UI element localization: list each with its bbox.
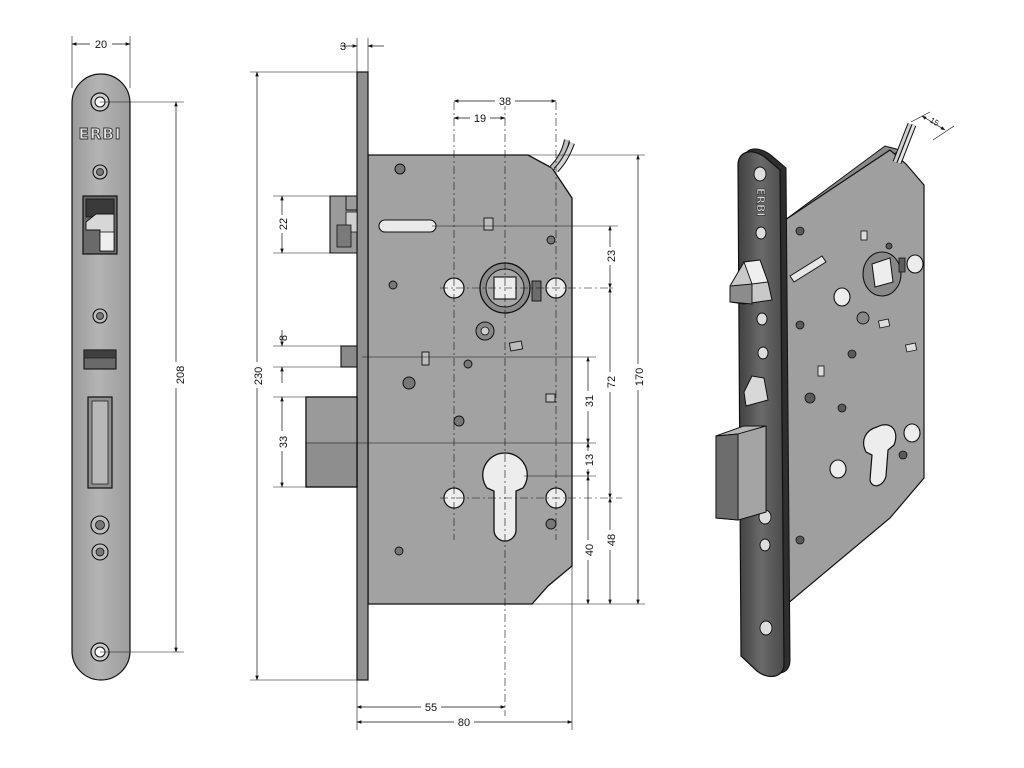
svg-text:8: 8: [278, 335, 290, 341]
dim-trigger-bolt-height: 8: [273, 330, 341, 383]
dim-spindle-to-bolt: 31: [362, 356, 596, 444]
svg-text:170: 170: [634, 368, 646, 386]
svg-text:19: 19: [474, 113, 486, 125]
iso-faceplate: ERBI: [737, 148, 791, 678]
svg-text:55: 55: [425, 702, 437, 714]
svg-text:33: 33: [278, 436, 290, 448]
iso-brand-logo: ERBI: [754, 188, 767, 216]
microswitch-screw: [475, 321, 495, 341]
iso-euro-cylinder-cutout: [863, 424, 897, 487]
dim-total-height: 230: [249, 71, 357, 681]
svg-text:3: 3: [340, 41, 346, 53]
lock-side-view: 3 230 22 8: [249, 38, 646, 730]
svg-text:72: 72: [606, 376, 618, 388]
dim-cylinder-to-bottom-48: 48: [602, 497, 618, 605]
dim-cylinder-to-bottom-40: 40: [524, 475, 596, 605]
trigger-bolt: [340, 345, 358, 368]
svg-text:23: 23: [606, 250, 618, 262]
dim-spindle-to-top: 23: [432, 225, 618, 289]
svg-text:13: 13: [584, 454, 596, 466]
dim-deadbolt-height: 33: [273, 396, 306, 488]
iso-deadbolt: [715, 425, 767, 521]
iso-latch-slot: [789, 255, 827, 283]
dim-spindle-offset: 19: [453, 111, 506, 125]
dim-case-depth: 80: [356, 566, 573, 730]
faceplate-brand-logo: ERBI: [79, 125, 122, 143]
dim-spindle-hole-spacing: 38: [453, 94, 557, 108]
dim-faceplate-hole-spacing: 208: [100, 101, 187, 653]
svg-text:38: 38: [499, 96, 511, 108]
svg-text:230: 230: [253, 367, 265, 385]
deadbolt: [305, 396, 358, 488]
lock-isometric-view: 15 ERBI: [715, 111, 955, 678]
dim-spindle-to-cylinder: 72: [602, 287, 618, 499]
dim-backset: 55: [356, 680, 506, 730]
dim-case-height: 170: [528, 154, 646, 605]
iso-spindle-follower: [862, 251, 902, 297]
iso-latch-bolt: [729, 259, 773, 305]
faceplate-side: [356, 71, 369, 681]
svg-text:31: 31: [584, 395, 596, 407]
latch-slot: [378, 219, 437, 233]
faceplate-latch-opening: [82, 195, 118, 255]
dim-bolt-to-cylinder: 13: [306, 442, 596, 477]
dim-cable-length: 15: [910, 111, 955, 141]
dim-faceplate-thickness: 3: [340, 38, 384, 72]
svg-text:40: 40: [584, 544, 596, 556]
dim-faceplate-width: 20: [71, 36, 131, 88]
iso-trigger-bolt: [743, 375, 769, 407]
iso-cable: [892, 123, 917, 164]
faceplate-deadbolt-opening: [87, 396, 113, 489]
faceplate-front-view: ERBI: [71, 36, 187, 681]
svg-text:80: 80: [458, 717, 470, 729]
faceplate-trigger-bolt-opening: [83, 349, 117, 370]
dim-latch-height: 22: [273, 195, 330, 254]
latch-bolt: [329, 195, 358, 254]
svg-text:20: 20: [95, 39, 107, 51]
svg-text:48: 48: [606, 534, 618, 546]
svg-text:22: 22: [278, 218, 290, 230]
svg-text:208: 208: [175, 366, 187, 384]
